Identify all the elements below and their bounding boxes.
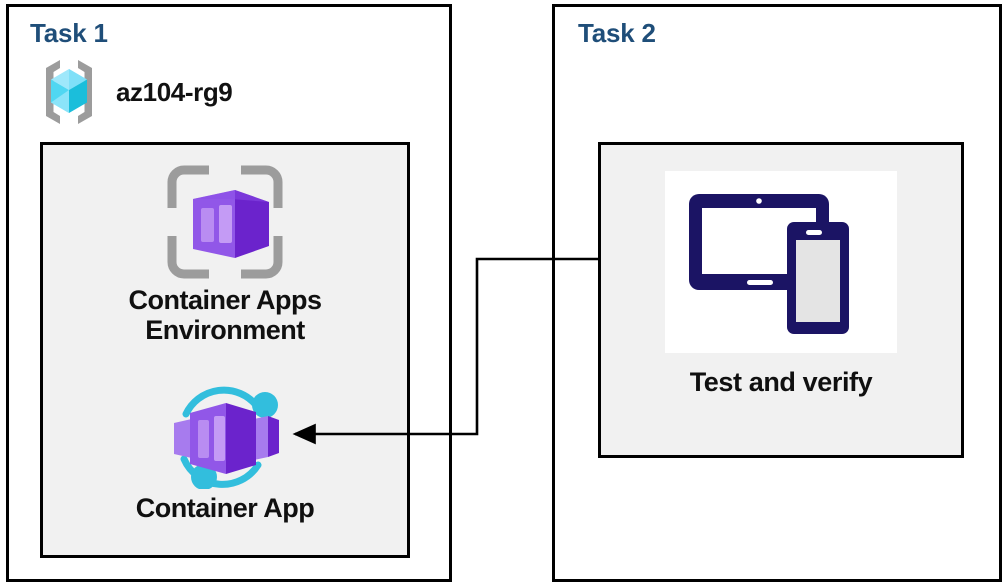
test-and-verify-panel: Test and verify <box>598 142 964 458</box>
container-apps-environment-icon <box>43 163 407 281</box>
container-apps-environment-label: Container Apps Environment <box>128 285 322 346</box>
test-and-verify-label: Test and verify <box>689 367 873 397</box>
resource-group-row: az104-rg9 <box>34 56 233 128</box>
container-app-icon <box>43 383 407 489</box>
test-and-verify-resource: Test and verify <box>601 171 961 398</box>
container-apps-environment-resource: Container Apps Environment <box>43 163 407 345</box>
resource-group-label: az104-rg9 <box>116 76 233 107</box>
task-1-title: Task 1 <box>30 18 108 48</box>
orbit-dot-top <box>252 392 278 418</box>
orbit-dot-bottom <box>191 464 217 489</box>
container-app-label: Container App <box>135 493 315 523</box>
container-apps-panel: Container Apps Environment <box>40 142 410 558</box>
devices-tablet-phone-icon <box>683 186 879 338</box>
task-2-title: Task 2 <box>578 18 656 48</box>
test-icon-plate <box>665 171 897 353</box>
resource-group-cube-icon <box>34 56 104 128</box>
container-app-resource: Container App <box>43 383 407 523</box>
